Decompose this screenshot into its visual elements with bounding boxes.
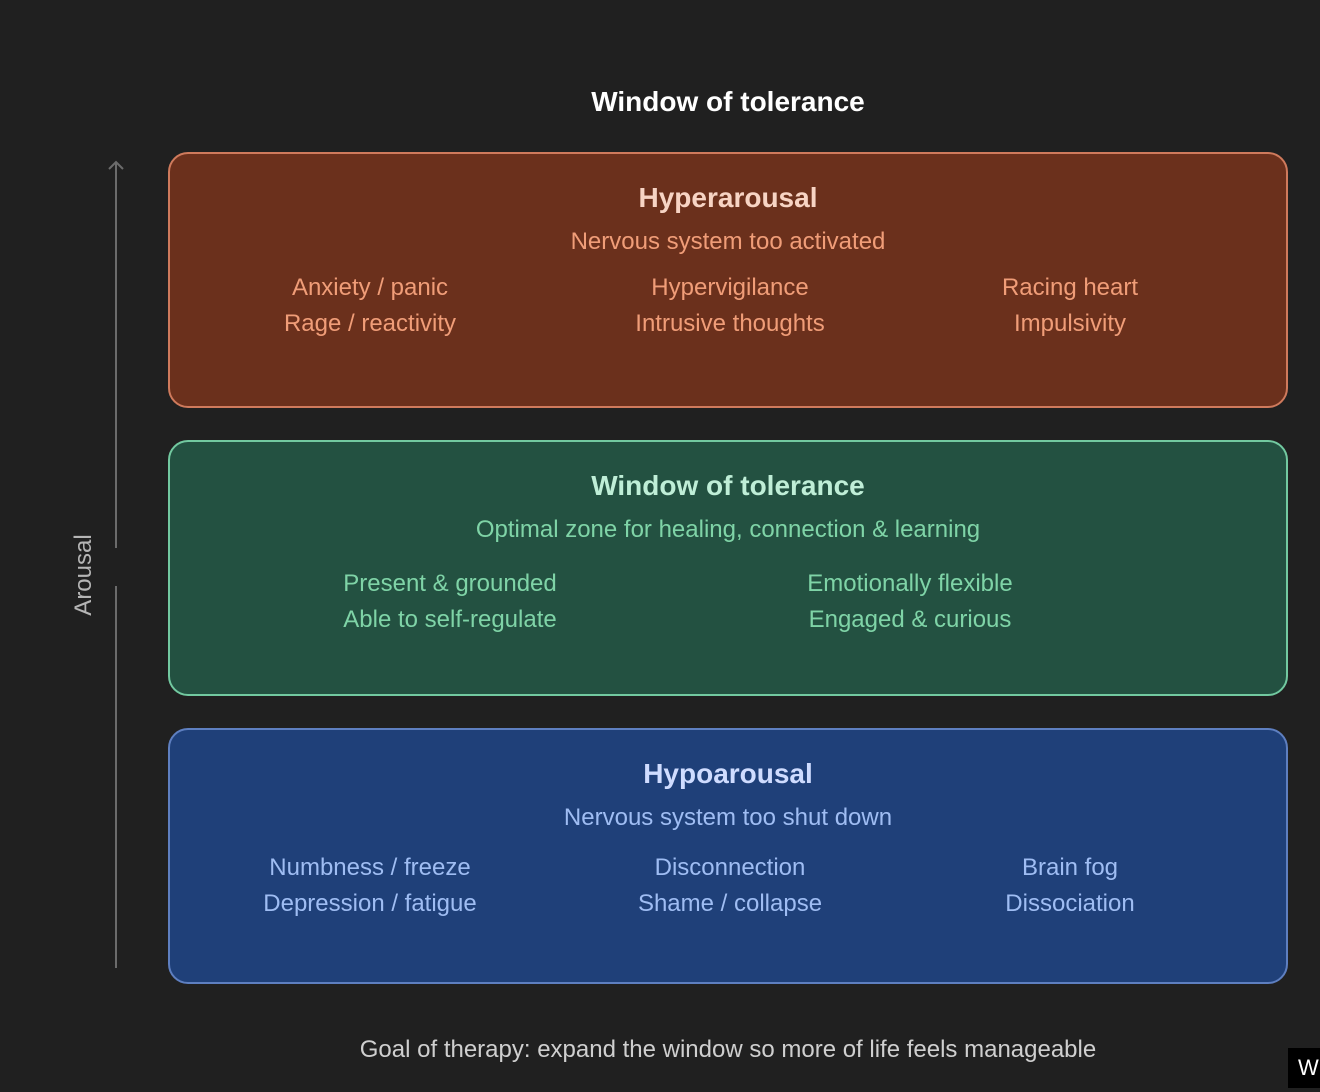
axis-label: Arousal — [70, 534, 97, 616]
zone-item: Racing heart — [1001, 274, 1139, 301]
zone-title: Window of tolerance — [591, 470, 865, 501]
zone-item: Shame / collapse — [637, 890, 823, 917]
zone-item: Numbness / freeze — [269, 854, 471, 881]
zone-item: Present & grounded — [343, 570, 557, 597]
zone-hypoarousal: Hypoarousal Nervous system too shut down… — [168, 728, 1288, 984]
zone-item: Impulsivity — [1013, 310, 1127, 337]
axis-line-lower — [115, 586, 117, 968]
zone-item: Dissociation — [1005, 890, 1135, 917]
axis-line-upper — [115, 162, 117, 548]
diagram-title: Window of tolerance — [591, 86, 865, 117]
zone-item: Brain fog — [1021, 854, 1119, 881]
zone-item: Able to self-regulate — [343, 606, 557, 633]
zone-item: Rage / reactivity — [283, 310, 457, 337]
zone-window-of-tolerance: Window of tolerance Optimal zone for hea… — [168, 440, 1288, 696]
corner-tag[interactable]: W — [1288, 1048, 1320, 1088]
zone-subtitle: Nervous system too shut down — [563, 804, 893, 831]
zone-title: Hypoarousal — [643, 758, 813, 789]
zone-item: Intrusive thoughts — [635, 310, 825, 337]
zone-item: Depression / fatigue — [263, 890, 477, 917]
zone-item: Anxiety / panic — [291, 274, 449, 301]
zone-item: Emotionally flexible — [807, 570, 1013, 597]
zone-subtitle: Nervous system too activated — [570, 228, 886, 255]
zone-item: Disconnection — [654, 854, 806, 881]
footer-caption: Goal of therapy: expand the window so mo… — [359, 1036, 1097, 1063]
zone-subtitle: Optimal zone for healing, connection & l… — [475, 516, 981, 543]
zone-title: Hyperarousal — [638, 182, 818, 213]
zone-item: Engaged & curious — [808, 606, 1012, 633]
zone-hyperarousal: Hyperarousal Nervous system too activate… — [168, 152, 1288, 408]
zone-item: Hypervigilance — [651, 274, 809, 301]
